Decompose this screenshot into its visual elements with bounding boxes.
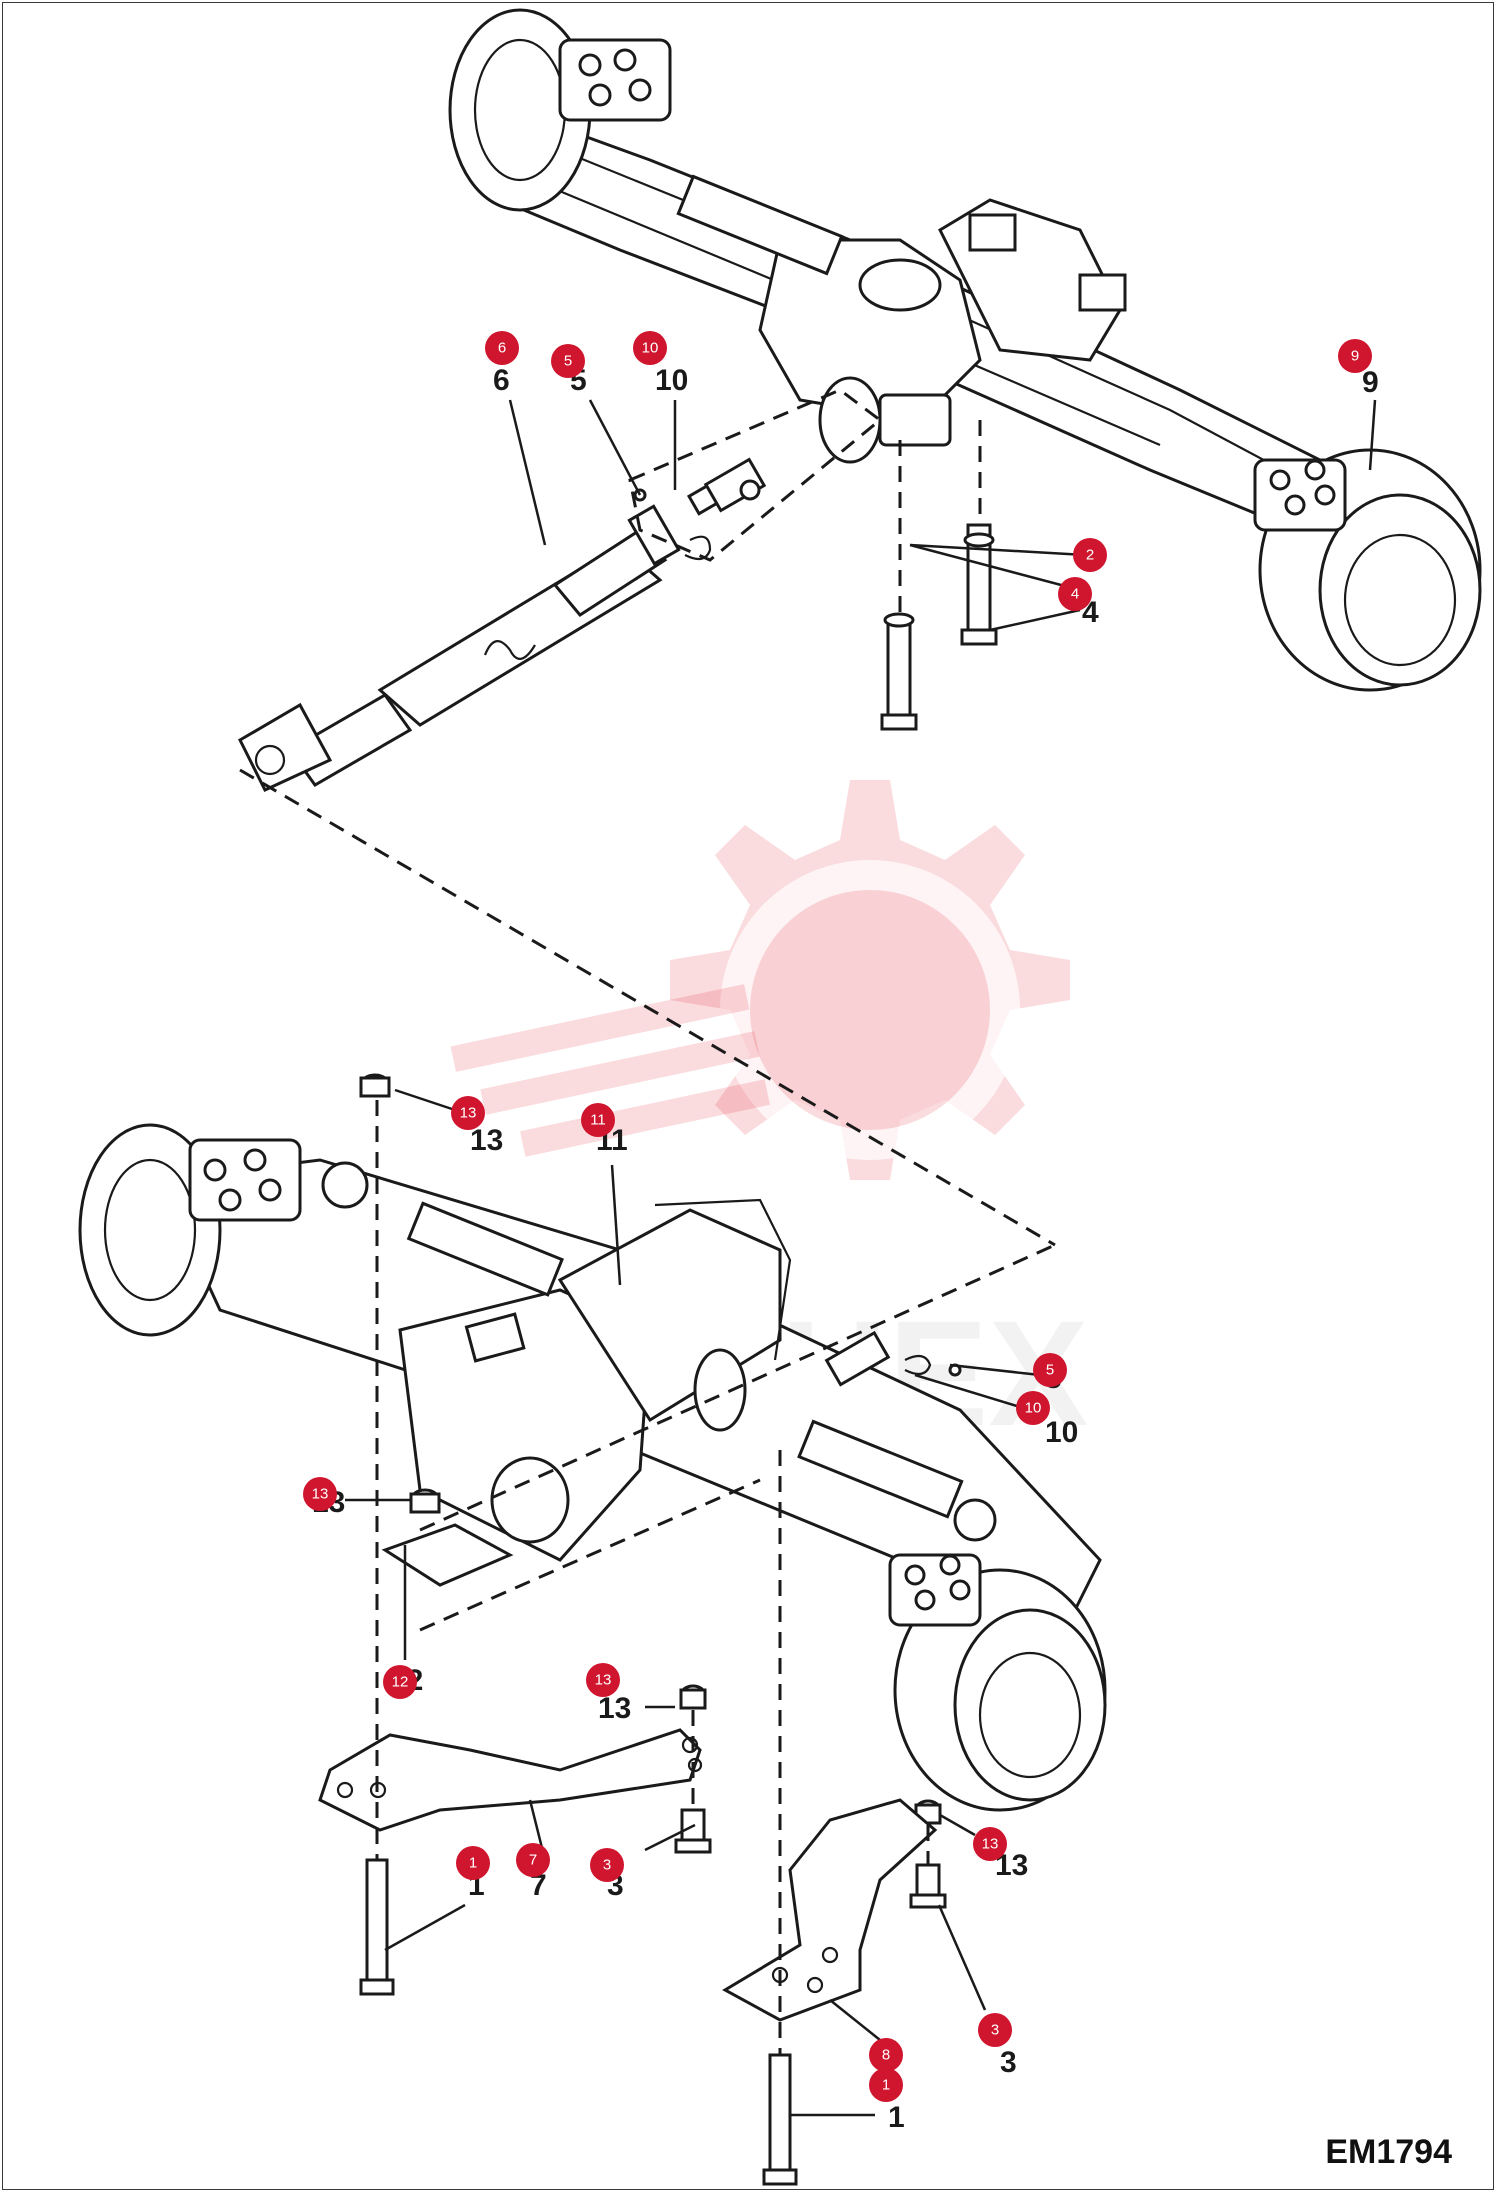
svg-text:13: 13 (312, 1486, 329, 1503)
label-13-c: 13 (598, 1692, 631, 1725)
callout-5-top[interactable]: 5 (551, 344, 585, 378)
svg-text:5: 5 (564, 353, 572, 370)
label-10-top: 10 (655, 364, 688, 397)
svg-text:4: 4 (1071, 586, 1079, 603)
callout-3-b[interactable]: 3 (978, 2013, 1012, 2047)
svg-text:8: 8 (882, 2047, 890, 2064)
callout-7[interactable]: 7 (516, 1843, 550, 1877)
label-9: 9 (1362, 366, 1379, 399)
label-1-b: 1 (888, 2101, 905, 2134)
svg-text:12: 12 (392, 1674, 409, 1691)
callout-1-a[interactable]: 1 (456, 1846, 490, 1880)
svg-text:7: 7 (529, 1852, 537, 1869)
svg-text:13: 13 (982, 1836, 999, 1853)
callout-1-b[interactable]: 1 (869, 2068, 903, 2102)
callout-10-top[interactable]: 10 (633, 331, 667, 365)
callout-3-a[interactable]: 3 (590, 1848, 624, 1882)
callout-13-d[interactable]: 13 (973, 1827, 1007, 1861)
svg-text:10: 10 (1025, 1400, 1042, 1417)
callout-4[interactable]: 4 (1058, 577, 1092, 611)
diagram-code: EM1794 (1325, 2133, 1452, 2171)
label-13-a: 13 (470, 1124, 503, 1157)
svg-text:13: 13 (460, 1105, 477, 1122)
callout-12[interactable]: 12 (383, 1665, 417, 1699)
label-7: 7 (530, 1869, 547, 1902)
callout-6[interactable]: 6 (485, 331, 519, 365)
label-10-bottom: 10 (1045, 1416, 1078, 1449)
callout-13-a[interactable]: 13 (451, 1096, 485, 1130)
callout-9[interactable]: 9 (1338, 339, 1372, 373)
svg-text:2: 2 (1086, 547, 1094, 564)
callout-13-c[interactable]: 13 (586, 1663, 620, 1697)
label-3-b: 3 (1000, 2046, 1017, 2079)
callout-2[interactable]: 2 (1073, 538, 1107, 572)
label-6: 6 (493, 364, 510, 397)
svg-text:9: 9 (1351, 348, 1359, 365)
mounting-hardware (318, 1073, 947, 2186)
drive-shaft (238, 388, 1056, 1247)
callout-13-b[interactable]: 13 (303, 1477, 337, 1511)
svg-text:3: 3 (991, 2022, 999, 2039)
svg-text:3: 3 (603, 1857, 611, 1874)
front-axle-assembly (78, 1123, 1107, 1812)
callout-11[interactable]: 11 (581, 1103, 615, 1137)
callout-8[interactable]: 8 (869, 2038, 903, 2072)
svg-text:13: 13 (595, 1672, 612, 1689)
callout-10-bottom[interactable]: 10 (1016, 1391, 1050, 1425)
svg-text:6: 6 (498, 340, 506, 357)
svg-text:11: 11 (590, 1112, 606, 1129)
svg-text:5: 5 (1046, 1362, 1054, 1379)
callout-5-bottom[interactable]: 5 (1033, 1353, 1067, 1387)
svg-text:10: 10 (642, 340, 659, 357)
svg-text:1: 1 (882, 2077, 890, 2094)
leader-lines (345, 399, 1377, 2117)
callout-badges: 6 5 10 9 2 4 13 11 5 10 13 12 13 1 7 3 1… (303, 331, 1372, 2102)
rear-axle-assembly (448, 8, 1482, 731)
svg-text:1: 1 (469, 1855, 477, 1872)
